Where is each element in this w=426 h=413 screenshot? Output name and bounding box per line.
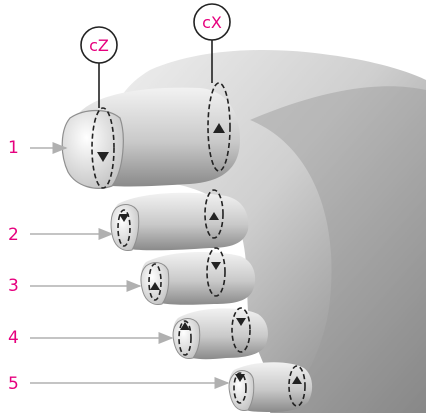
- toe-1-number: 1: [8, 138, 19, 158]
- toe-3-number: 3: [8, 276, 19, 296]
- control-cx-label: cX: [202, 13, 222, 32]
- toe-2-number: 2: [8, 225, 19, 245]
- control-cz-label: cZ: [89, 36, 109, 55]
- toe-2: [111, 193, 248, 251]
- toe-4: [173, 308, 268, 359]
- toe-3: [141, 252, 255, 305]
- toe-4-number: 4: [8, 328, 19, 348]
- toe-5-number: 5: [8, 374, 19, 394]
- toe-1: [62, 88, 240, 189]
- toe-2-nail: [111, 205, 139, 251]
